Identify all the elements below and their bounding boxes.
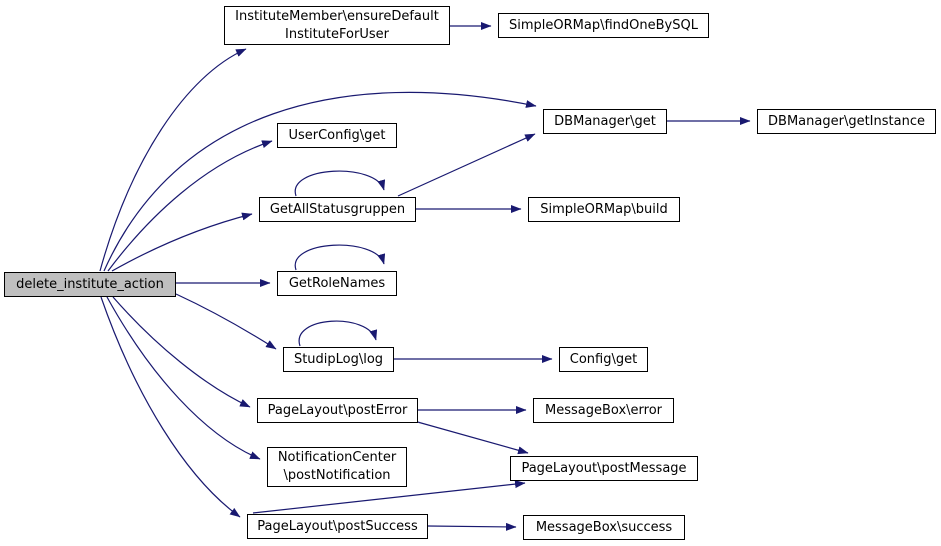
node-delete-institute-action: delete_institute_action xyxy=(4,272,176,297)
edge-get-all-statusgruppen-self-loop xyxy=(294,170,386,197)
node-page-layout-post-success[interactable]: PageLayout\postSuccess xyxy=(247,514,428,539)
node-db-manager-get[interactable]: DBManager\get xyxy=(543,109,667,134)
edge-delete-to-db-manager-get xyxy=(103,91,537,272)
node-user-config-get[interactable]: UserConfig\get xyxy=(277,123,397,148)
node-message-box-success[interactable]: MessageBox\success xyxy=(523,515,685,540)
edge-get-all-statusgruppen-to-db-manager-get xyxy=(397,133,536,197)
node-get-all-statusgruppen[interactable]: GetAllStatusgruppen xyxy=(259,197,416,222)
edge-get-role-names-self-loop xyxy=(294,244,386,271)
node-institute-member-ensure-default-institute-for-user[interactable]: InstituteMember\ensureDefault InstituteF… xyxy=(224,6,450,45)
node-notification-center-post-notification[interactable]: NotificationCenter \postNotification xyxy=(267,447,407,487)
node-page-layout-post-message[interactable]: PageLayout\postMessage xyxy=(510,456,698,481)
edge-delete-to-get-all-statusgruppen xyxy=(111,212,253,272)
edge-studip-log-self-loop xyxy=(298,320,378,347)
node-studip-log-log[interactable]: StudipLog\log xyxy=(283,347,394,372)
edge-delete-to-user-config-get xyxy=(107,140,273,272)
node-message-box-error[interactable]: MessageBox\error xyxy=(533,398,674,423)
edge-post-error-to-post-message xyxy=(413,420,529,455)
node-config-get[interactable]: Config\get xyxy=(559,347,648,372)
edge-delete-to-post-error xyxy=(112,296,251,408)
edge-post-success-to-post-message xyxy=(252,480,526,514)
node-get-role-names[interactable]: GetRoleNames xyxy=(277,271,397,296)
edge-post-success-to-message-box-success xyxy=(427,522,517,531)
node-simple-ormap-find-one-by-sql[interactable]: SimpleORMap\findOneBySQL xyxy=(498,13,709,38)
node-simple-ormap-build[interactable]: SimpleORMap\build xyxy=(528,197,680,222)
edge-delete-to-ensure-default-institute xyxy=(99,48,247,272)
edge-delete-to-studip-log xyxy=(175,293,277,350)
node-page-layout-post-error[interactable]: PageLayout\postError xyxy=(257,398,418,423)
edge-delete-to-post-notification xyxy=(106,296,261,460)
node-db-manager-get-instance[interactable]: DBManager\getInstance xyxy=(757,109,936,134)
edge-delete-to-post-success xyxy=(100,296,241,518)
